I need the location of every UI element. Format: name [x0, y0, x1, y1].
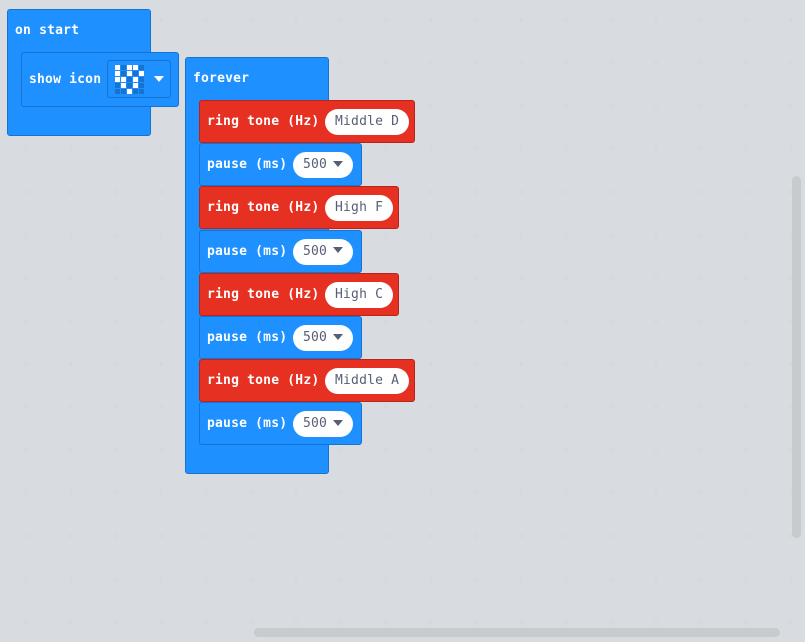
note-field[interactable]: Middle A [325, 368, 410, 395]
icon-led [121, 89, 126, 94]
duration-dropdown[interactable]: 500 [293, 325, 354, 351]
duration-value: 500 [303, 330, 328, 345]
duration-value: 500 [303, 416, 328, 432]
pause-block[interactable]: pause (ms) 500 [199, 229, 362, 273]
icon-led [133, 89, 138, 94]
icon-led [121, 77, 126, 82]
icon-led [133, 83, 138, 88]
icon-picker-dropdown[interactable] [107, 60, 171, 98]
icon-led [121, 83, 126, 88]
icon-led [115, 65, 120, 70]
icon-led [115, 77, 120, 82]
horizontal-scrollbar[interactable] [254, 628, 780, 637]
note-value: High F [335, 200, 384, 216]
duration-dropdown[interactable]: 500 [293, 238, 354, 265]
ring-tone-block[interactable]: ring tone (Hz) High F [199, 186, 399, 230]
icon-led [127, 89, 132, 94]
icon-led [139, 77, 144, 82]
pause-label: pause (ms) [207, 243, 288, 259]
icon-led [127, 83, 132, 88]
note-field[interactable]: Middle D [325, 109, 410, 135]
icon-led [127, 77, 132, 82]
chevron-down-icon [154, 76, 164, 82]
chevron-down-icon [333, 247, 344, 254]
pause-block[interactable]: pause (ms) 500 [199, 402, 362, 446]
pause-block[interactable]: pause (ms) 500 [199, 143, 362, 187]
pause-block[interactable]: pause (ms) 500 [199, 316, 362, 359]
pause-label: pause (ms) [207, 416, 288, 432]
chevron-down-icon [333, 160, 344, 167]
on-start-label: on start [15, 23, 80, 38]
icon-led [121, 65, 126, 70]
icon-led [127, 71, 132, 76]
chevron-down-icon [333, 419, 344, 426]
vertical-scrollbar[interactable] [792, 176, 801, 538]
icon-led [139, 83, 144, 88]
forever-label: forever [193, 71, 250, 86]
icon-led [127, 65, 132, 70]
note-value: Middle A [335, 373, 400, 389]
icon-led [121, 71, 126, 76]
icon-led [115, 83, 120, 88]
duration-dropdown[interactable]: 500 [293, 152, 354, 179]
ring-tone-label: ring tone (Hz) [207, 200, 320, 216]
icon-led [139, 65, 144, 70]
ring-tone-label: ring tone (Hz) [207, 114, 320, 129]
note-field[interactable]: High F [325, 195, 394, 222]
icon-led [115, 89, 120, 94]
ring-tone-label: ring tone (Hz) [207, 286, 320, 302]
pause-label: pause (ms) [207, 330, 288, 345]
icon-led [133, 65, 138, 70]
icon-led [115, 71, 120, 76]
ring-tone-label: ring tone (Hz) [207, 373, 320, 389]
icon-led [139, 71, 144, 76]
note-value: High C [335, 286, 384, 302]
icon-led [133, 77, 138, 82]
icon-led-grid [115, 65, 144, 94]
show-icon-label: show icon [29, 72, 102, 87]
pause-label: pause (ms) [207, 157, 288, 173]
duration-value: 500 [303, 157, 328, 173]
icon-led [133, 71, 138, 76]
icon-led [139, 89, 144, 94]
duration-value: 500 [303, 243, 328, 259]
ring-tone-block[interactable]: ring tone (Hz) Middle A [199, 359, 415, 403]
note-value: Middle D [335, 114, 400, 129]
note-field[interactable]: High C [325, 281, 394, 308]
ring-tone-block[interactable]: ring tone (Hz) High C [199, 272, 399, 316]
duration-dropdown[interactable]: 500 [293, 411, 354, 438]
ring-tone-block[interactable]: ring tone (Hz) Middle D [199, 100, 415, 143]
chevron-down-icon [333, 333, 344, 340]
